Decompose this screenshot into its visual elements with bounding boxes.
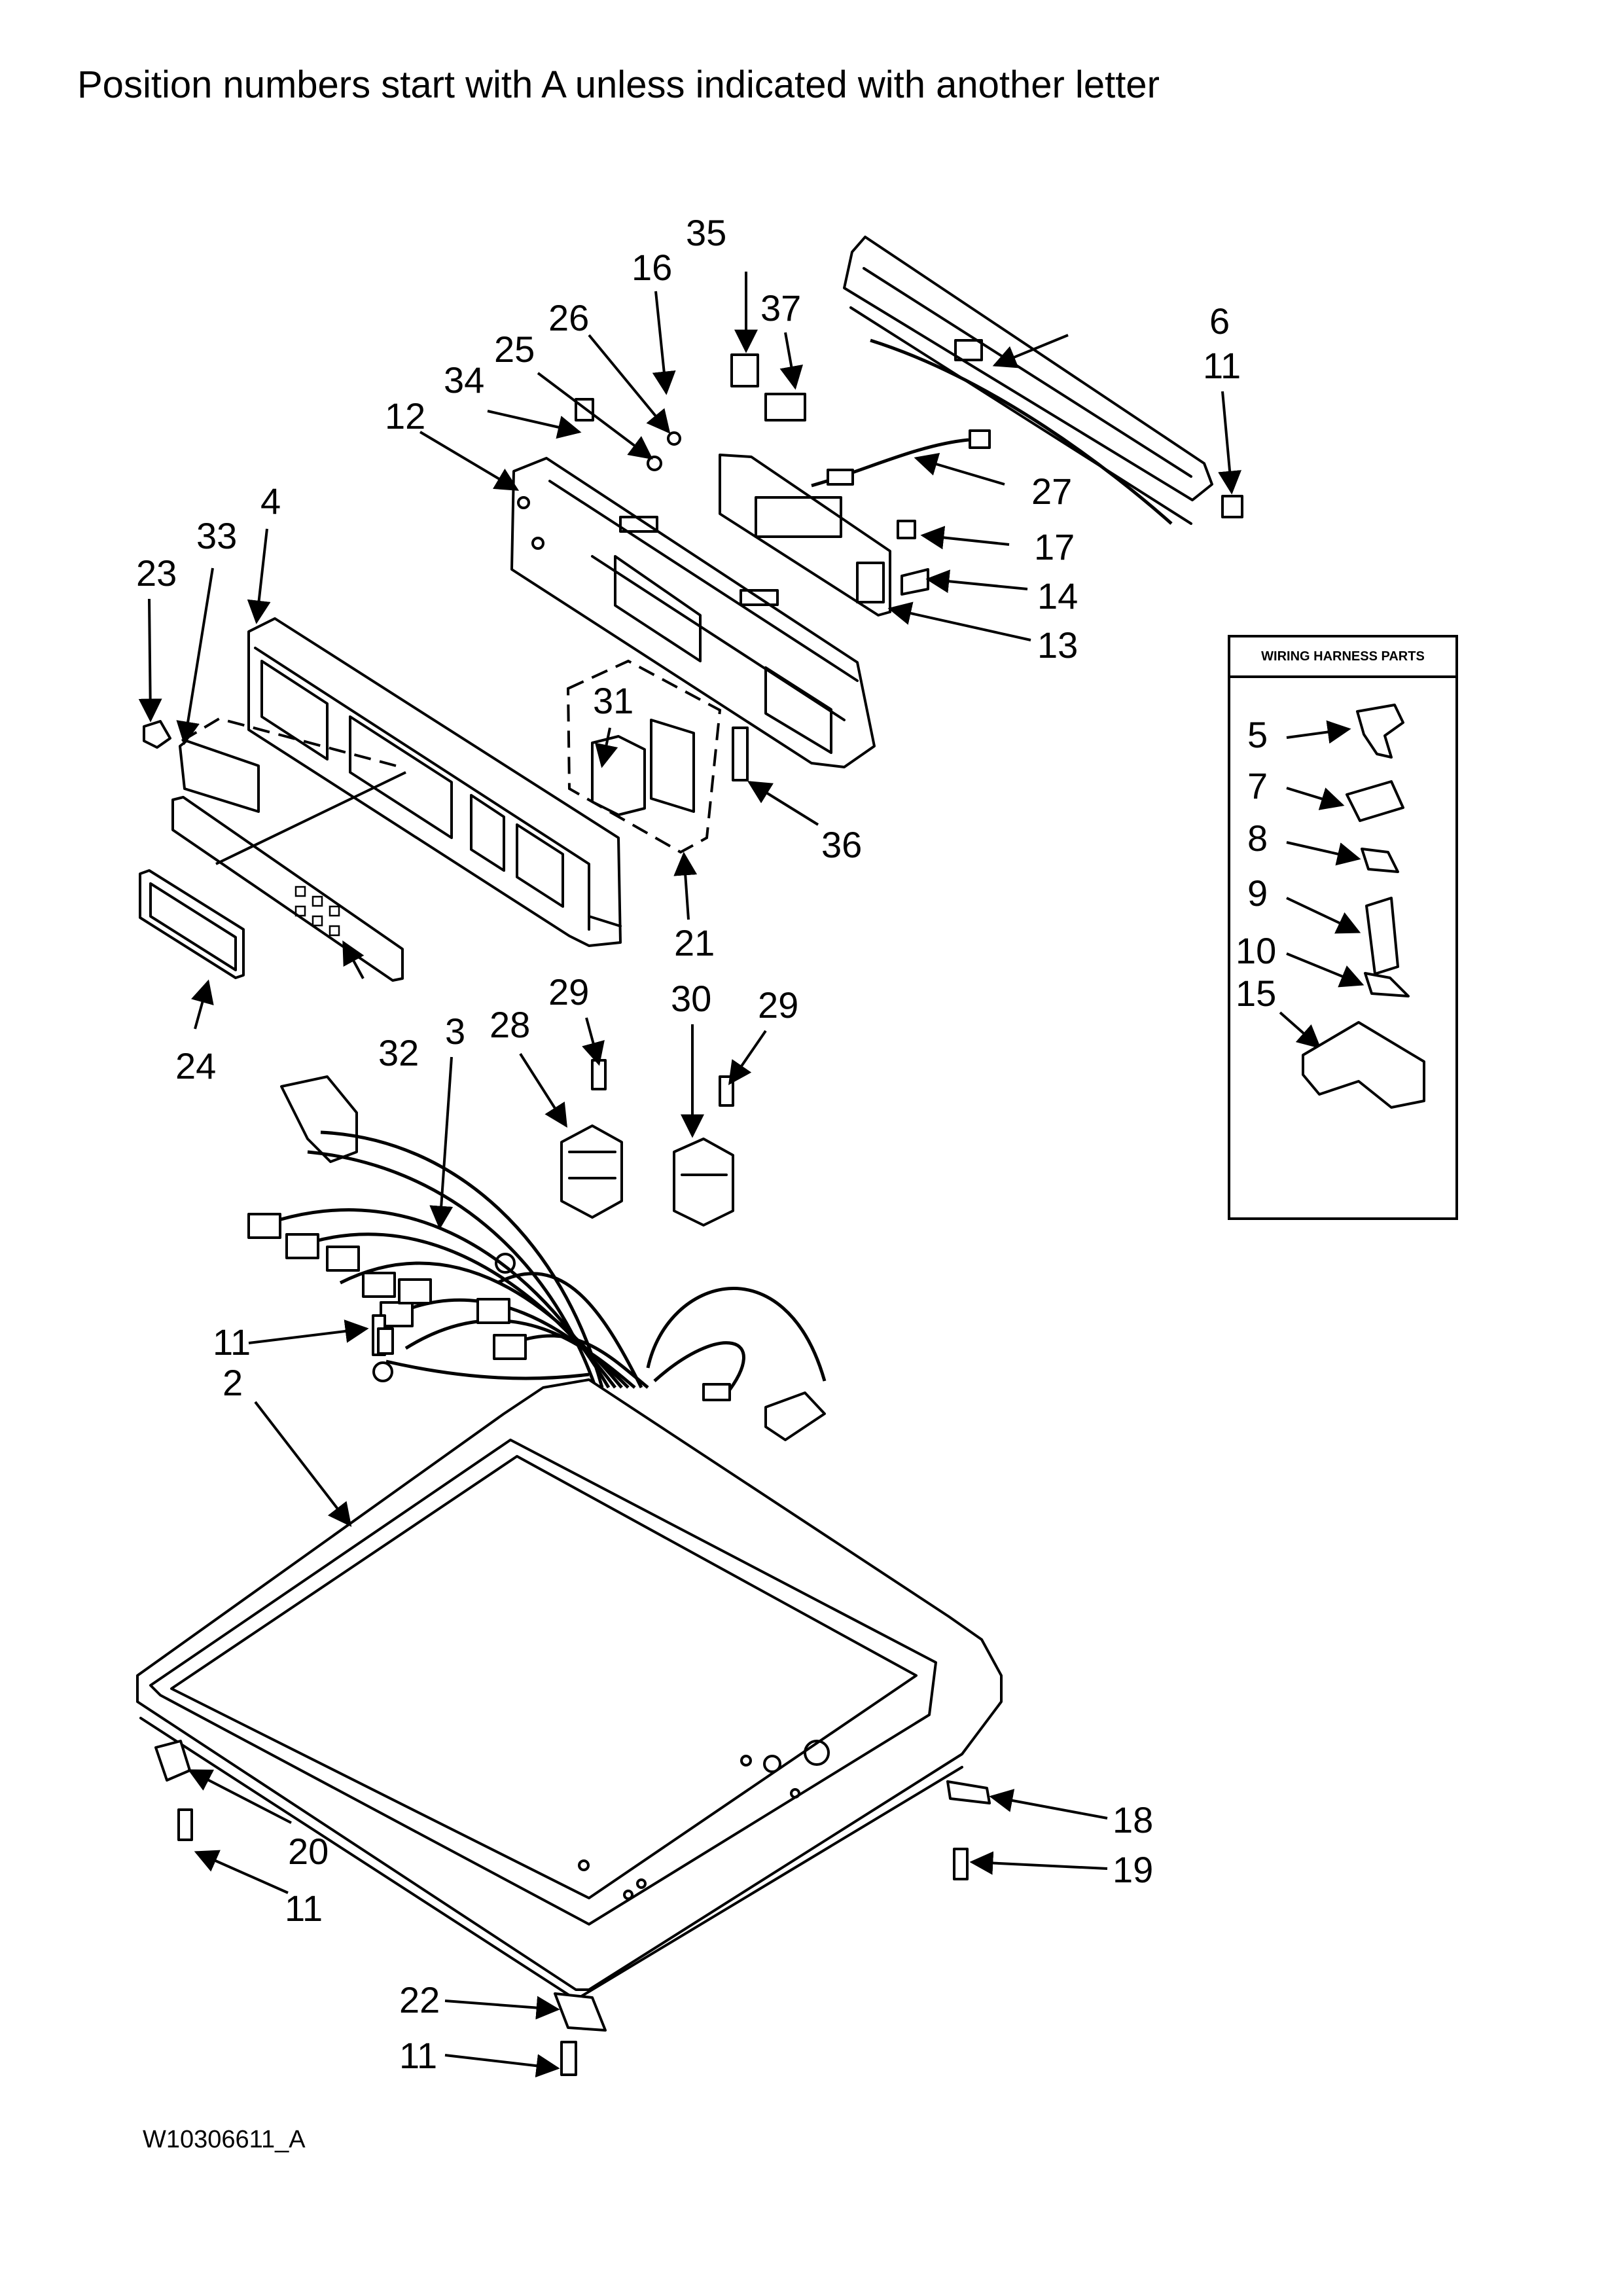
- callout-24: 24: [175, 1045, 216, 1086]
- callout-22: 22: [399, 1979, 440, 2020]
- callout-31: 31: [593, 680, 633, 721]
- callout-19: 19: [1113, 1849, 1153, 1890]
- callout-36: 36: [821, 824, 862, 865]
- callout-32: 32: [378, 1032, 419, 1073]
- callout-29b: 29: [758, 984, 798, 1026]
- relay-28: [560, 1059, 623, 1219]
- fasteners-top: [143, 353, 1243, 749]
- wiring-harness-legend: WIRING HARNESS PARTS 5 7 8 9 10 15: [1228, 635, 1458, 1220]
- legend-item-10: 10: [1236, 930, 1276, 971]
- header-note: Position numbers start with A unless ind…: [77, 63, 1160, 106]
- callout-28: 28: [490, 1004, 530, 1045]
- legend-item-15: 15: [1236, 973, 1276, 1014]
- callout-2: 2: [223, 1362, 243, 1403]
- callout-11: 11: [1203, 345, 1241, 386]
- callout-13: 13: [1037, 624, 1078, 666]
- callout-11d: 11: [399, 2035, 437, 2076]
- callout-25: 25: [494, 329, 535, 370]
- callout-12: 12: [385, 395, 425, 437]
- panel-overlay: [139, 717, 406, 982]
- callout-23: 23: [136, 552, 177, 594]
- callout-20: 20: [288, 1831, 329, 1872]
- wire-harness: [247, 1075, 827, 1441]
- callout-27: 27: [1031, 471, 1072, 512]
- document-code: W10306611_A: [143, 2126, 306, 2153]
- control-housing: [510, 457, 876, 768]
- callout-33: 33: [196, 515, 237, 556]
- control-board: [719, 454, 891, 617]
- relay-30: [673, 1075, 734, 1227]
- callout-21: 21: [674, 922, 715, 963]
- callout-35: 35: [686, 212, 726, 253]
- callout-26: 26: [548, 297, 589, 338]
- callout-11b: 11: [213, 1321, 251, 1363]
- callout-16: 16: [632, 247, 672, 288]
- legend-item-5: 5: [1247, 714, 1268, 755]
- callout-29: 29: [548, 971, 589, 1013]
- main-top-panel: [136, 1378, 1003, 2001]
- legend-parts-drawing: 5 7 8 9 10 15: [1236, 704, 1425, 1109]
- legend-title: WIRING HARNESS PARTS: [1230, 637, 1455, 678]
- legend-item-7: 7: [1247, 765, 1268, 806]
- callout-34: 34: [444, 359, 484, 401]
- callout-4: 4: [260, 480, 281, 522]
- callout-leaders: [138, 272, 1241, 2078]
- callout-14: 14: [1037, 575, 1078, 617]
- callout-6: 6: [1209, 300, 1230, 342]
- callout-labels: 35 16 37 26 6 25 11 34 12 27 17 33 4 23 …: [136, 212, 1241, 2076]
- sub-assembly-21: [566, 659, 749, 854]
- callout-30: 30: [671, 978, 711, 1019]
- console-rear-panel: [843, 236, 1213, 525]
- callout-17: 17: [1034, 526, 1075, 567]
- legend-item-9: 9: [1247, 872, 1268, 914]
- callout-11c: 11: [285, 1888, 323, 1929]
- legend-item-8: 8: [1247, 817, 1268, 859]
- callout-18: 18: [1113, 1799, 1153, 1840]
- console-panel: [247, 617, 622, 947]
- callout-3: 3: [445, 1011, 465, 1052]
- callout-37: 37: [760, 287, 801, 329]
